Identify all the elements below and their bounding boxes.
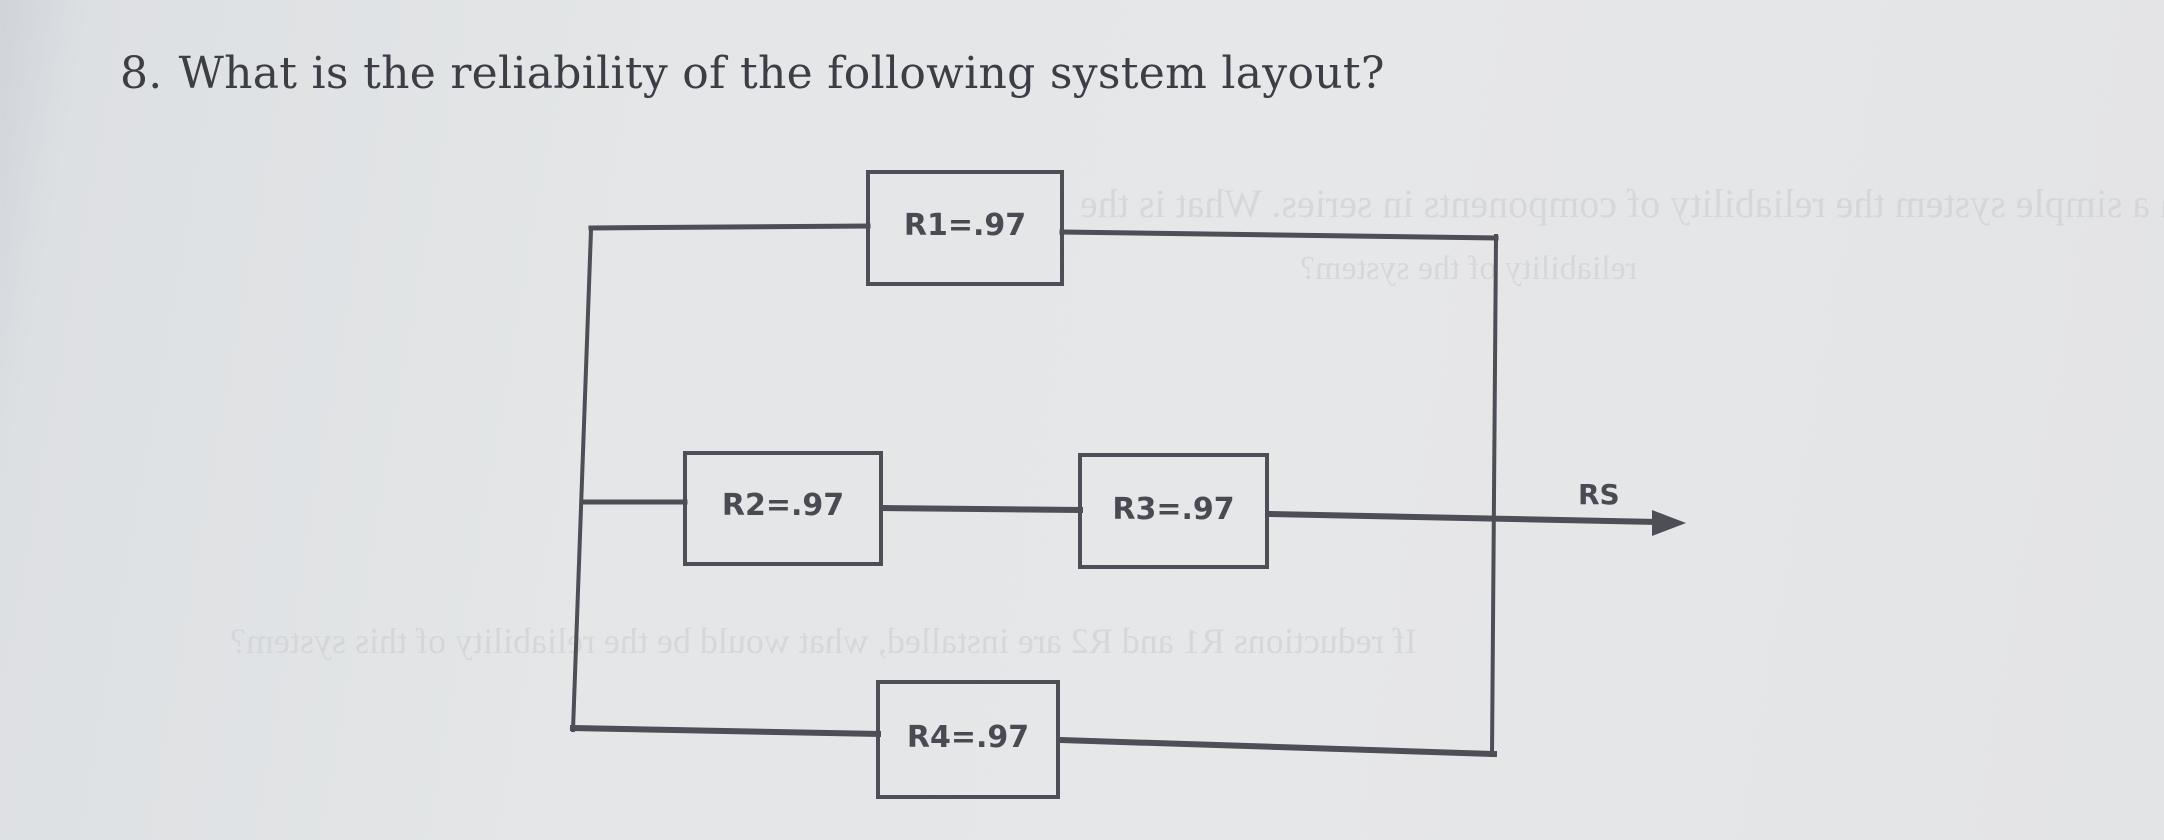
r2-box xyxy=(683,451,883,566)
right-rail-line xyxy=(1489,233,1499,758)
r3-box xyxy=(1078,453,1269,569)
question-text: What is the reliability of the following… xyxy=(178,48,1385,99)
output-line xyxy=(1264,510,1664,526)
bottom-branch-line-right xyxy=(1056,736,1498,758)
question-number: 8. xyxy=(120,48,163,99)
r2-label: R2=.97 xyxy=(721,488,845,523)
r4-label: R4=.97 xyxy=(906,720,1030,755)
top-branch-line-right xyxy=(1059,229,1499,241)
r1-label: R1=.97 xyxy=(903,208,1027,243)
left-rail-line xyxy=(570,227,594,733)
output-arrow-icon xyxy=(1652,510,1686,536)
middle-link-line xyxy=(878,504,1084,514)
r4-box xyxy=(876,680,1060,799)
r3-label: R3=.97 xyxy=(1112,492,1235,527)
question-heading: 8. What is the reliability of the followi… xyxy=(120,48,1385,99)
r1-box xyxy=(866,170,1064,286)
bottom-branch-line-left xyxy=(569,724,882,738)
output-rs-label: RS xyxy=(1578,478,1620,511)
top-branch-line-left xyxy=(588,223,871,231)
